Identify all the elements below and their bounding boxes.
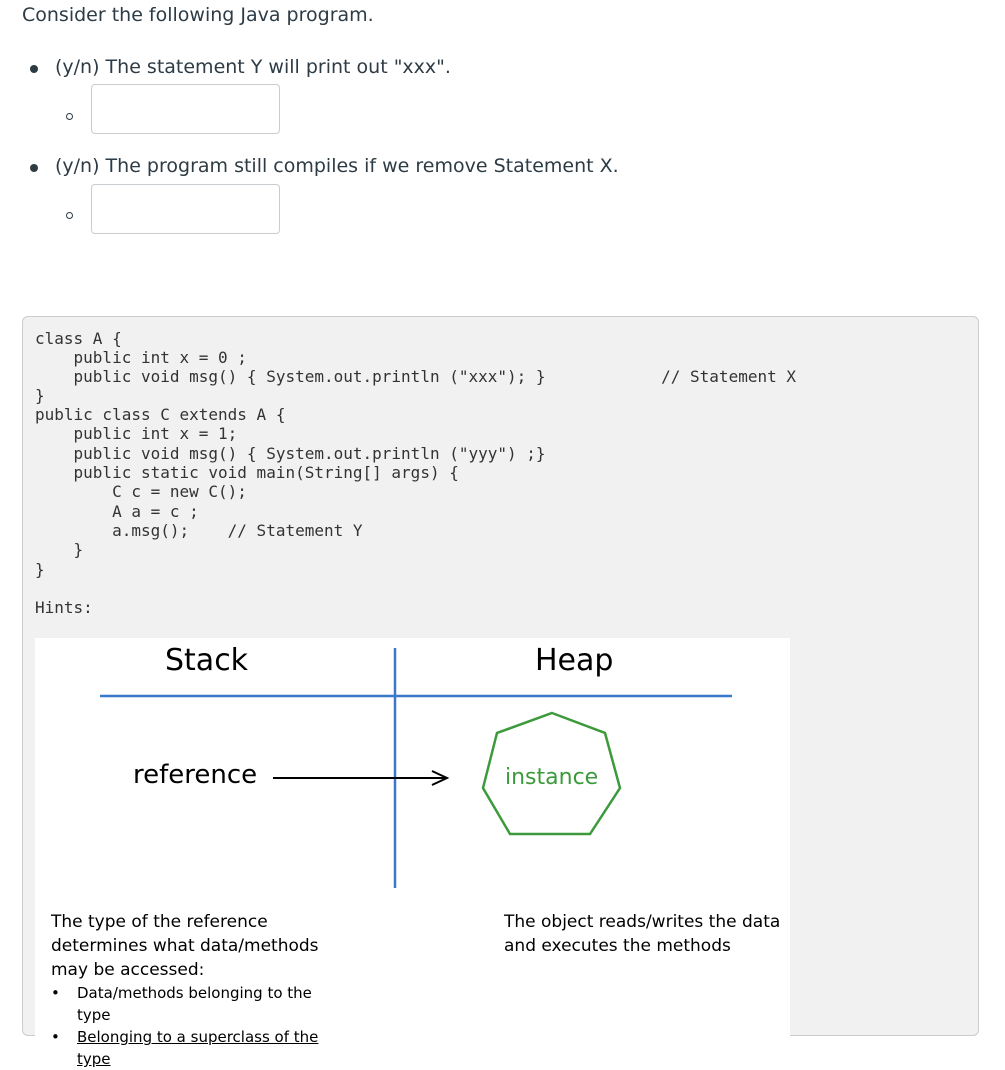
code-line: a.msg(); // Statement Y xyxy=(35,521,363,540)
hint-bullet-item: Data/methods belonging to the type xyxy=(51,982,341,1026)
code-line: A a = c ; xyxy=(35,502,199,521)
question-1-text: (y/n) The statement Y will print out "xx… xyxy=(55,56,451,78)
diagram-graphics xyxy=(100,648,732,888)
answer-1-input[interactable] xyxy=(91,84,280,134)
stack-label: Stack xyxy=(165,643,249,678)
code-line: } xyxy=(35,540,84,559)
code-line: class A { xyxy=(35,329,122,348)
code-line: public static void main(String[] args) { xyxy=(35,463,459,482)
code-line: } xyxy=(35,560,45,579)
right-hint-note: The object reads/writes the data and exe… xyxy=(504,912,781,956)
heap-label: Heap xyxy=(535,643,614,678)
heptagon-icon xyxy=(481,711,622,836)
code-line: public int x = 0 ; xyxy=(35,348,247,367)
code-line: } xyxy=(35,386,45,405)
code-line: public void msg() { System.out.println (… xyxy=(35,367,796,386)
circle-bullet-icon xyxy=(66,212,73,219)
intro-text: Consider the following Java program. xyxy=(22,4,374,26)
code-line: public int x = 1; xyxy=(35,424,238,443)
instance-label: instance xyxy=(505,765,599,790)
bullet-icon xyxy=(30,65,38,73)
code-line: C c = new C(); xyxy=(35,482,247,501)
reference-label: reference xyxy=(133,760,258,790)
question-2-text: (y/n) The program still compiles if we r… xyxy=(55,155,619,177)
arrow-head-icon xyxy=(431,770,450,786)
code-line: Hints: xyxy=(35,598,93,617)
code-line: public void msg() { System.out.println (… xyxy=(35,444,546,463)
circle-bullet-icon xyxy=(66,113,73,120)
hint-bullet-list: Data/methods belonging to the type Belon… xyxy=(51,982,341,1070)
left-hint-text: The type of the reference determines wha… xyxy=(51,912,319,980)
answer-2-input[interactable] xyxy=(91,184,280,234)
hint-bullet-item: Belonging to a superclass of the type xyxy=(51,1026,341,1070)
code-line: public class C extends A { xyxy=(35,405,286,424)
bullet-icon xyxy=(30,164,38,172)
stack-heap-diagram: Stack Heap reference instance The type o… xyxy=(35,638,790,1068)
left-hint-note: The type of the reference determines wha… xyxy=(51,910,341,1070)
